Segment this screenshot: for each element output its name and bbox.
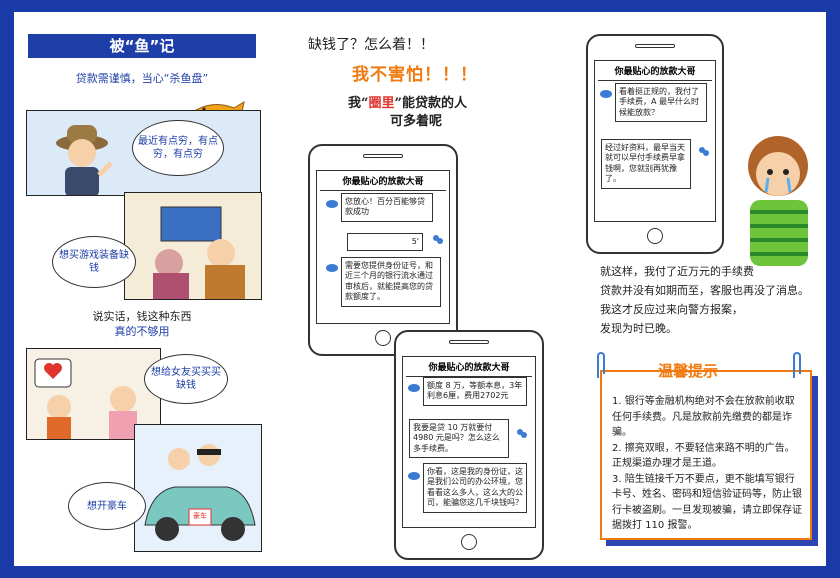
speech-bubble: 想开豪车 [68,482,146,530]
story-text: 就这样，我付了近万元的手续费 [600,265,754,278]
headline-alert: 我不害怕！！！ [352,65,478,85]
tips-box: 温馨提示 1. 银行等金融机构绝对不会在放款前收取任何手续费。凡是放款前先缴费的… [597,352,812,540]
headline-circle: 我“圈里”能贷款的人 [348,96,467,111]
agent-avatar-icon [326,264,338,272]
chat-message: 5' [347,233,423,252]
chat-message: 您放心！百分百能够贷款成功 [341,193,433,222]
tip-item: 3. 陪生链接千万不要点，更不能填写银行卡号、姓名、密码和短信验证码等，防止银行… [612,473,802,532]
home-button-icon [461,534,477,550]
page-title: 被“鱼”记 [28,34,256,58]
chat-screen: 你最贴心的放款大哥 您放心！百分百能够贷款成功 5' 需要您提供身份证号，和近三… [316,170,450,324]
tip-item: 1. 银行等金融机构绝对不会在放款前收取任何手续费。凡是放款前先缴费的都是诈骗。 [612,396,795,438]
caption: 真的不够用 [114,325,170,338]
tips-title: 温馨提示 [657,362,718,380]
chat-screen: 你最贴心的放款大哥 额度 8 万，等额本息，3年利息6厘，费用2702元 我要是… [402,356,536,528]
chat-title: 你最贴心的放款大哥 [320,174,446,191]
brochure-page: 被“鱼”记 贷款需谨慎，当心“杀鱼盘” 最近有点穷，有点穷，有点穷 [14,12,826,566]
home-button-icon [375,330,391,346]
chat-title: 你最贴心的放款大哥 [406,360,532,377]
agent-avatar-icon [408,384,420,392]
agent-avatar-icon [326,200,338,208]
phone-chat-2: 你最贴心的放款大哥 额度 8 万，等额本息，3年利息6厘，费用2702元 我要是… [394,330,544,560]
panel-right: 你最贴心的放款大哥 看着挺正规的，我付了手续费，A 最早什么时候能放款？ 经过好… [580,12,826,566]
chat-message: 我要是贷 10 万就要付4980 元是吗？怎么这么多手续费。 [409,419,509,459]
story-text: 发现为时已晚。 [600,322,677,335]
gaming-illustration [153,206,245,299]
user-avatar-icon [517,429,527,438]
paperclip-icon [597,352,605,378]
user-avatar-icon [699,147,709,156]
chat-message: 你看，这是我的身份证，这是我们公司的办公环境，您看看这么多人，这么大的公司，能骗… [423,463,527,513]
couple-illustration [34,358,137,439]
chat-message: 需要您提供身份证号，和近三个月的银行流水通过审核后，就能提高您的贷款额度了。 [341,257,441,307]
chat-screen: 你最贴心的放款大哥 看着挺正规的，我付了手续费，A 最早什么时候能放款？ 经过好… [594,60,716,222]
caption: 说实话，钱这种东西 [92,310,192,323]
agent-avatar-icon [600,90,612,98]
subtitle: 贷款需谨慎，当心“杀鱼盘” [75,72,209,85]
comic-panel-gaming [124,192,262,300]
chat-title: 你最贴心的放款大哥 [598,64,712,81]
headline: 缺钱了？怎么着！！ [308,37,434,53]
speech-bubble: 想买游戏装备缺钱 [52,236,136,288]
agent-avatar-icon [408,472,420,480]
paperclip-icon [793,352,801,378]
car-illustration [144,444,256,541]
chat-message: 经过好资料，最早当天就可以早付手续费早拿钱啊，您就别再犹豫了。 [601,139,691,189]
car-plate: 豪车 [193,512,207,520]
chat-message: 额度 8 万，等额本息，3年利息6厘，费用2702元 [423,377,527,406]
panel-left: 被“鱼”记 贷款需谨慎，当心“杀鱼盘” 最近有点穷，有点穷，有点穷 [14,12,276,566]
speech-bubble: 最近有点穷，有点穷，有点穷 [132,120,224,176]
comic-panel-car: 豪车 [134,424,262,552]
phone-chat-3: 你最贴心的放款大哥 看着挺正规的，我付了手续费，A 最早什么时候能放款？ 经过好… [586,34,724,254]
crying-boy-illustration [748,136,808,266]
user-avatar-icon [433,235,443,244]
chat-message: 看着挺正规的，我付了手续费，A 最早什么时候能放款？ [615,83,707,123]
headline: 可多着呢 [390,114,443,129]
tip-item: 2. 擦亮双眼，不要轻信来路不明的广告。正规渠道办理才是王道。 [612,442,795,470]
home-button-icon [647,228,663,244]
speech-bubble: 想给女友买买买缺钱 [144,354,228,404]
story-text: 我这才反应过来向警方报案， [600,303,743,316]
story-text: 贷款并没有如期而至，客服也再没了消息。 [600,284,809,297]
phone-chat-1: 你最贴心的放款大哥 您放心！百分百能够贷款成功 5' 需要您提供身份证号，和近三… [308,144,458,356]
panel-middle: 缺钱了？怎么着！！ 我不害怕！！！ 我“圈里”能贷款的人 可多着呢 你最贴心的放… [284,12,574,566]
